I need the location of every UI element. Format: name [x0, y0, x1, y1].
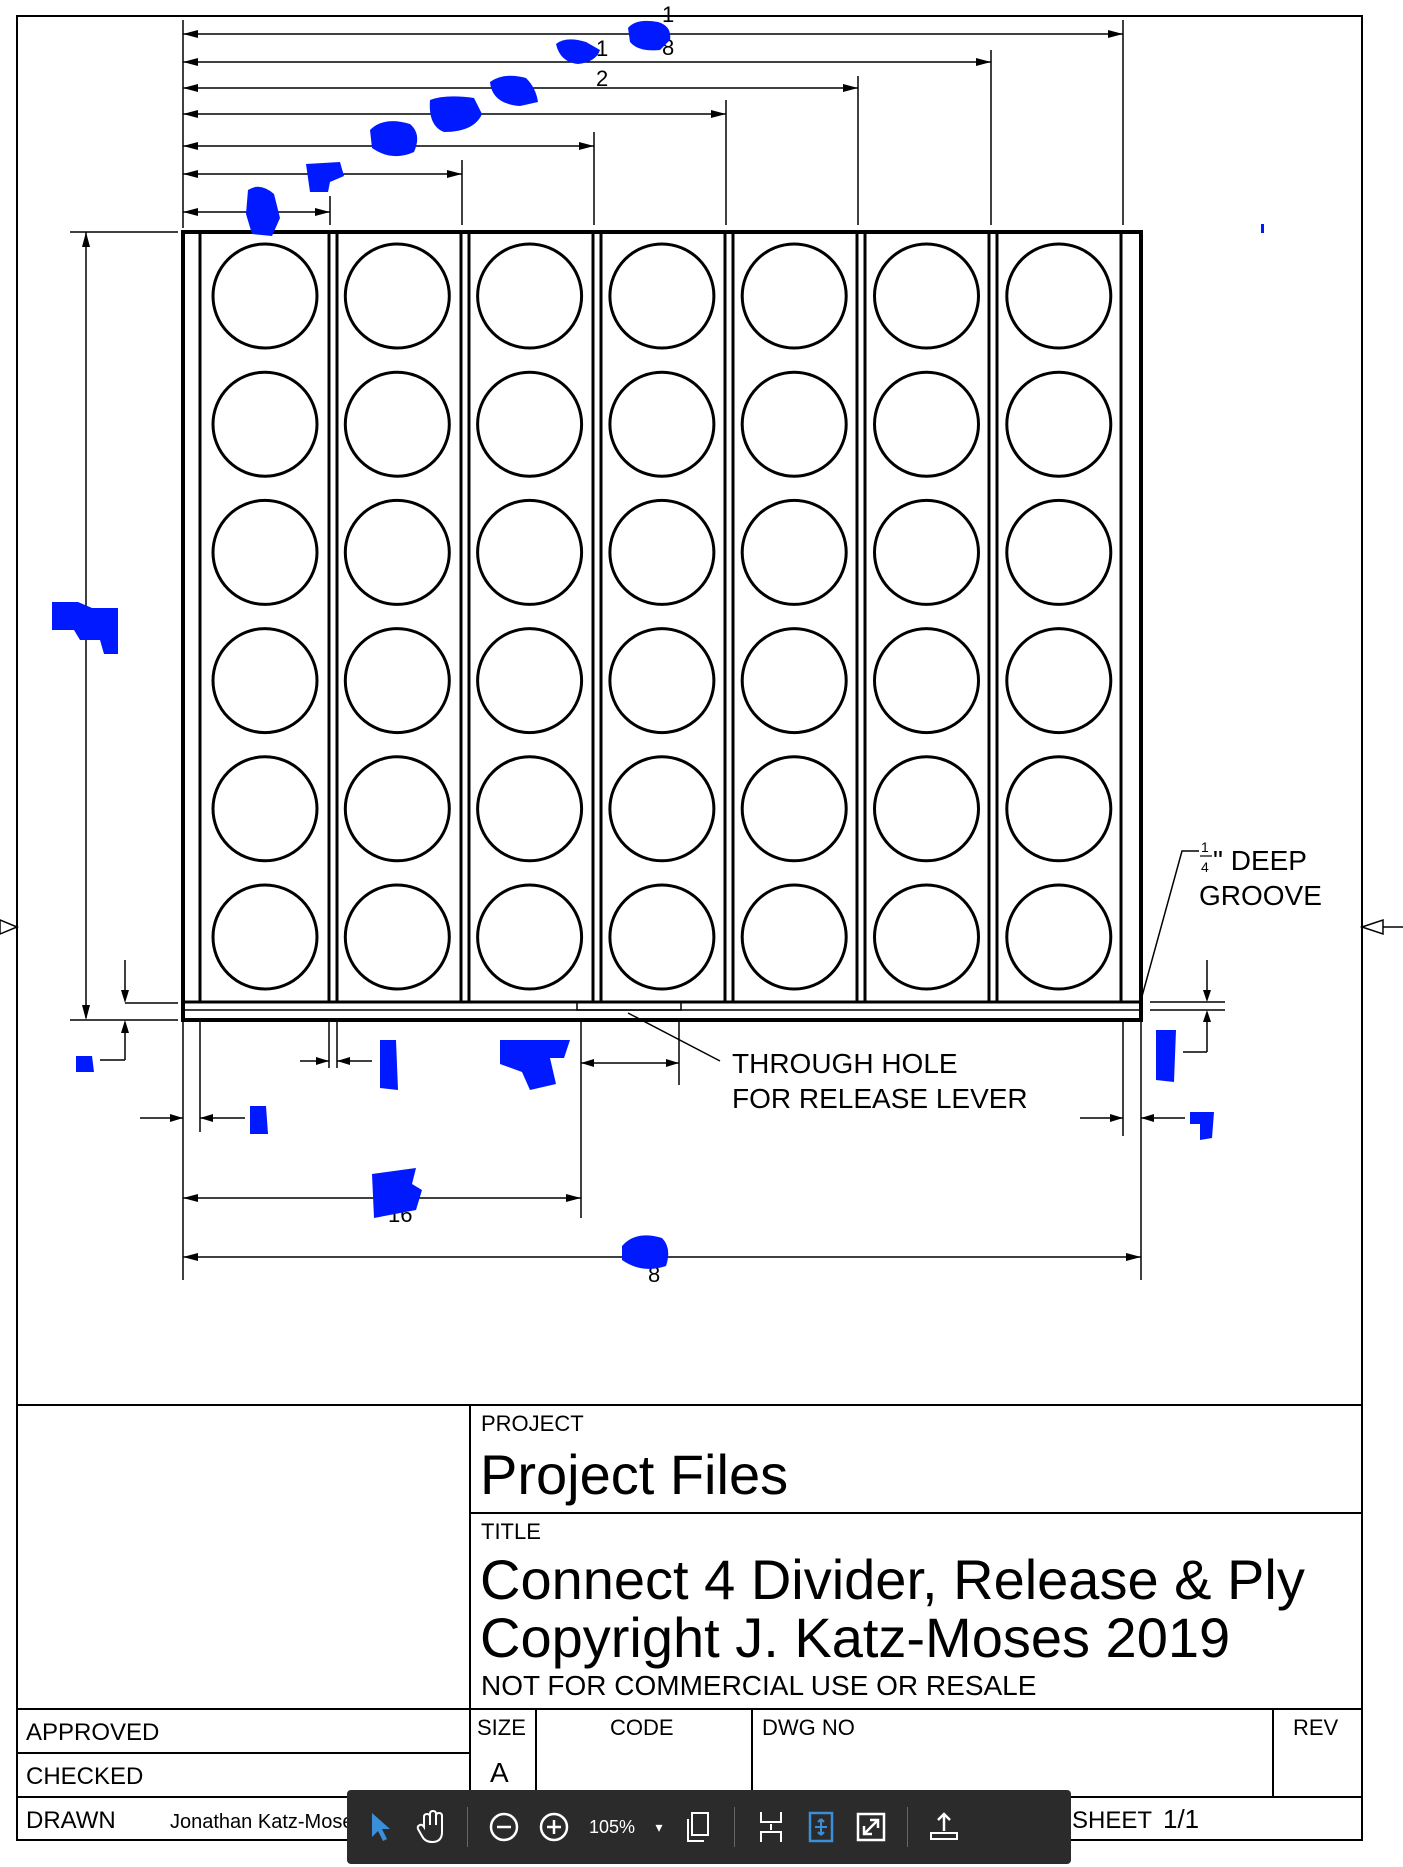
svg-text:4: 4: [1201, 859, 1209, 875]
viewer-toolbar: 105% ▾: [347, 1790, 1071, 1864]
piece-hole: [740, 627, 848, 735]
svg-text:" DEEP: " DEEP: [1213, 845, 1307, 876]
piece-hole: [1005, 883, 1113, 991]
project-label: PROJECT: [481, 1411, 584, 1436]
code-label: CODE: [610, 1715, 674, 1740]
rev-label: REV: [1293, 1715, 1339, 1740]
chevron-down-icon[interactable]: ▾: [655, 1818, 663, 1835]
piece-hole: [873, 627, 980, 735]
drawn-label: DRAWN: [26, 1807, 116, 1834]
drawn-value: Jonathan Katz-Moses: [170, 1811, 363, 1833]
piece-hole: [873, 755, 980, 863]
piece-hole: [476, 755, 584, 863]
zoom-in-icon[interactable]: [534, 1807, 574, 1847]
dwg-no-label: DWG NO: [762, 1715, 855, 1740]
piece-hole: [1005, 370, 1113, 478]
svg-text:THROUGH HOLE: THROUGH HOLE: [732, 1048, 958, 1079]
piece-hole: [608, 498, 716, 606]
piece-hole: [740, 242, 848, 350]
piece-hole: [211, 370, 319, 478]
piece-hole: [211, 627, 319, 735]
size-label: SIZE: [477, 1715, 526, 1740]
checked-label: CHECKED: [26, 1763, 143, 1790]
fit-page-icon[interactable]: [801, 1807, 841, 1847]
approved-label: APPROVED: [26, 1719, 159, 1746]
piece-hole: [740, 883, 848, 991]
piece-hole: [343, 498, 451, 606]
top-dimensions: [182, 20, 1124, 228]
connect4-panel: [181, 230, 1143, 1022]
piece-hole: [1005, 498, 1113, 606]
piece-hole: [476, 883, 584, 991]
toolbar-separator: [907, 1807, 908, 1847]
project-value: Project Files: [480, 1443, 788, 1506]
piece-hole: [1005, 627, 1113, 735]
piece-hole: [873, 370, 980, 478]
sheet-value: 1/1: [1163, 1804, 1199, 1834]
hand-pan-icon[interactable]: [411, 1807, 451, 1847]
piece-hole: [873, 242, 980, 350]
toolbar-separator: [734, 1807, 735, 1847]
piece-hole: [873, 883, 980, 991]
svg-text:1: 1: [1201, 839, 1209, 855]
fit-height-icon[interactable]: [751, 1807, 791, 1847]
dim-frac-num: 1: [596, 36, 608, 61]
zoom-out-icon[interactable]: [484, 1807, 524, 1847]
zoom-level[interactable]: 105%: [588, 1816, 636, 1837]
through-hole-note: THROUGH HOLE FOR RELEASE LEVER: [732, 1048, 1028, 1114]
title-line1: Connect 4 Divider, Release & Ply: [480, 1548, 1305, 1611]
piece-hole: [211, 242, 319, 350]
piece-hole: [1005, 242, 1113, 350]
left-edge-marker: [0, 919, 19, 935]
piece-hole: [740, 498, 848, 606]
copy-pages-icon[interactable]: [678, 1807, 718, 1847]
dim-top-frac-num: 1: [662, 2, 674, 27]
piece-hole: [476, 627, 584, 735]
svg-text:FOR RELEASE LEVER: FOR RELEASE LEVER: [732, 1083, 1028, 1114]
piece-hole: [343, 627, 451, 735]
piece-hole: [608, 755, 716, 863]
piece-hole: [343, 242, 451, 350]
title-label: TITLE: [481, 1519, 541, 1544]
size-value: A: [490, 1757, 509, 1788]
hole-grid: [211, 242, 1113, 991]
piece-hole: [608, 627, 716, 735]
toolbar-separator: [467, 1807, 468, 1847]
piece-hole: [1005, 755, 1113, 863]
groove-note: 1 4 " DEEP GROOVE: [1199, 839, 1322, 911]
piece-hole: [608, 370, 716, 478]
share-upload-icon[interactable]: [924, 1807, 964, 1847]
piece-hole: [476, 370, 584, 478]
piece-hole: [740, 755, 848, 863]
piece-hole: [608, 883, 716, 991]
select-arrow-icon[interactable]: [361, 1807, 401, 1847]
piece-hole: [740, 370, 848, 478]
title-line3: NOT FOR COMMERCIAL USE OR RESALE: [481, 1670, 1036, 1701]
piece-hole: [211, 498, 319, 606]
svg-text:GROOVE: GROOVE: [1199, 880, 1322, 911]
redaction-marks: [52, 20, 1264, 1269]
dim-frac-den: 2: [596, 66, 608, 91]
piece-hole: [476, 498, 584, 606]
piece-hole: [343, 883, 451, 991]
title-line2: Copyright J. Katz-Moses 2019: [480, 1606, 1230, 1669]
piece-hole: [343, 370, 451, 478]
piece-hole: [211, 883, 319, 991]
piece-hole: [343, 755, 451, 863]
right-edge-marker: [1359, 918, 1384, 936]
sheet-label: SHEET: [1072, 1807, 1152, 1834]
piece-hole: [608, 242, 716, 350]
left-dimension: [70, 231, 178, 1061]
piece-hole: [873, 498, 980, 606]
piece-hole: [476, 242, 584, 350]
piece-hole: [211, 755, 319, 863]
fullscreen-icon[interactable]: [851, 1807, 891, 1847]
